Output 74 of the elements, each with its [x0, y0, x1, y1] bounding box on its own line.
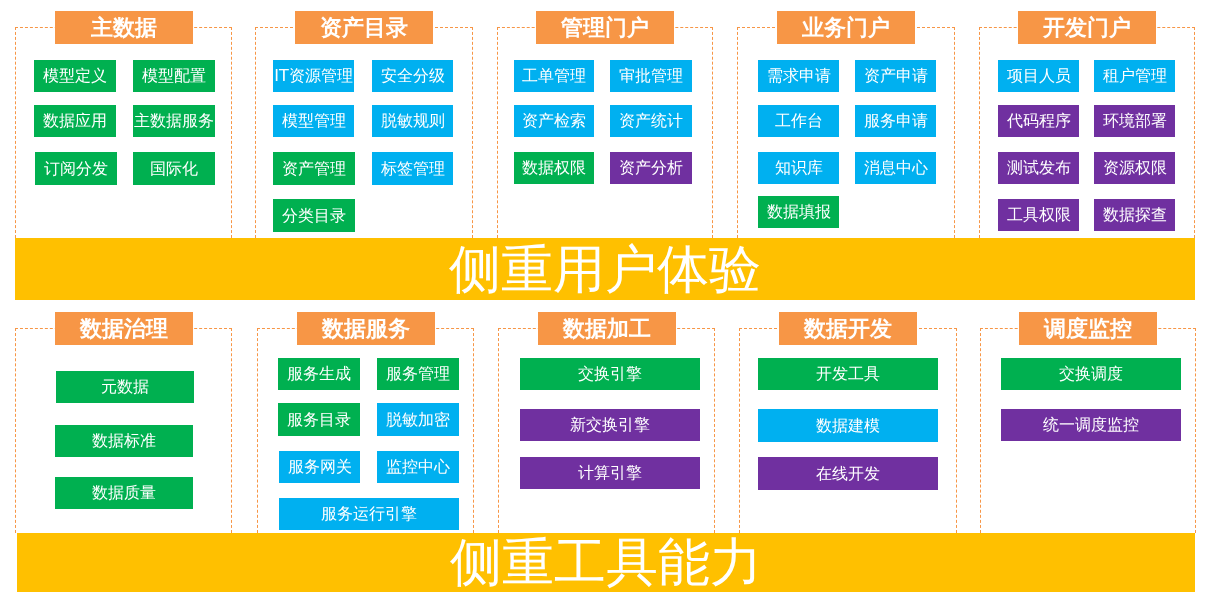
module-tile: 在线开发: [758, 457, 938, 490]
heading-tab: 管理门户: [536, 11, 674, 44]
heading-tab: 调度监控: [1019, 312, 1157, 345]
dashed-panel: [497, 11, 713, 238]
dashed-panel: [498, 312, 715, 533]
module-tile: 数据应用: [34, 105, 116, 137]
module-tile: 统一调度监控: [1001, 409, 1181, 441]
dashed-panel: [255, 11, 473, 238]
module-tile: 计算引擎: [520, 457, 700, 489]
module-tile: 服务管理: [377, 358, 459, 390]
module-tile: 工具权限: [998, 199, 1079, 231]
module-tile: 项目人员: [998, 60, 1079, 92]
module-tile: 消息中心: [855, 152, 936, 184]
module-tile: 工作台: [758, 105, 839, 137]
module-tile: 分类目录: [273, 199, 355, 232]
dashed-panel: [15, 11, 232, 238]
module-tile: 租户管理: [1094, 60, 1175, 92]
module-tile: 数据标准: [55, 425, 193, 457]
heading-tab: 数据加工: [538, 312, 676, 345]
module-tile: 数据探查: [1094, 199, 1175, 231]
module-tile: 资产分析: [610, 152, 692, 184]
module-tile: 资产检索: [514, 105, 594, 137]
module-tile: 标签管理: [372, 152, 453, 185]
module-tile: 服务网关: [279, 451, 360, 483]
module-tile: 服务运行引擎: [279, 498, 459, 530]
module-tile: 服务目录: [278, 403, 360, 436]
module-tile: 数据权限: [514, 152, 594, 184]
module-tile: 安全分级: [372, 60, 453, 92]
module-tile: 数据建模: [758, 409, 938, 442]
module-tile: 数据填报: [758, 196, 839, 228]
dashed-panel: [739, 312, 957, 533]
module-tile: 交换引擎: [520, 358, 700, 390]
heading-tab: 业务门户: [777, 11, 915, 44]
module-tile: 资产管理: [273, 152, 355, 185]
heading-tab: 资产目录: [295, 11, 433, 44]
module-tile: 订阅分发: [35, 152, 117, 185]
module-tile: 模型管理: [273, 105, 354, 137]
heading-tab: 开发门户: [1018, 11, 1156, 44]
module-tile: 工单管理: [514, 60, 594, 92]
module-tile: 资产申请: [855, 60, 936, 92]
heading-tab: 数据治理: [55, 312, 193, 345]
module-tile: 元数据: [56, 371, 194, 403]
module-tile: 交换调度: [1001, 358, 1181, 390]
heading-tab: 数据开发: [779, 312, 917, 345]
dashed-panel: [980, 312, 1196, 533]
module-tile: IT资源管理: [273, 60, 354, 92]
module-tile: 审批管理: [610, 60, 692, 92]
module-tile: 国际化: [133, 152, 215, 185]
module-tile: 服务申请: [855, 105, 936, 137]
module-tile: 数据质量: [55, 477, 193, 509]
module-tile: 脱敏规则: [372, 105, 453, 137]
module-tile: 测试发布: [998, 152, 1079, 184]
category-banner: 侧重用户体验: [15, 238, 1195, 300]
module-tile: 代码程序: [998, 105, 1079, 137]
module-tile: 知识库: [758, 152, 839, 184]
module-tile: 新交换引擎: [520, 409, 700, 441]
heading-tab: 主数据: [55, 11, 193, 44]
module-tile: 需求申请: [758, 60, 839, 92]
heading-tab: 数据服务: [297, 312, 435, 345]
module-tile: 监控中心: [377, 451, 459, 483]
module-tile: 模型定义: [34, 60, 116, 92]
module-tile: 脱敏加密: [377, 403, 459, 436]
dashed-panel: [257, 312, 474, 533]
module-tile: 资源权限: [1094, 152, 1175, 184]
module-tile: 资产统计: [610, 105, 692, 137]
module-tile: 模型配置: [133, 60, 215, 92]
category-banner: 侧重工具能力: [17, 533, 1195, 592]
dashed-panel: [737, 11, 955, 238]
module-tile: 环境部署: [1094, 105, 1175, 137]
module-tile: 开发工具: [758, 358, 938, 390]
dashed-panel: [979, 11, 1195, 238]
module-tile: 主数据服务: [133, 105, 215, 137]
dashed-panel: [15, 312, 232, 533]
module-tile: 服务生成: [278, 358, 360, 390]
